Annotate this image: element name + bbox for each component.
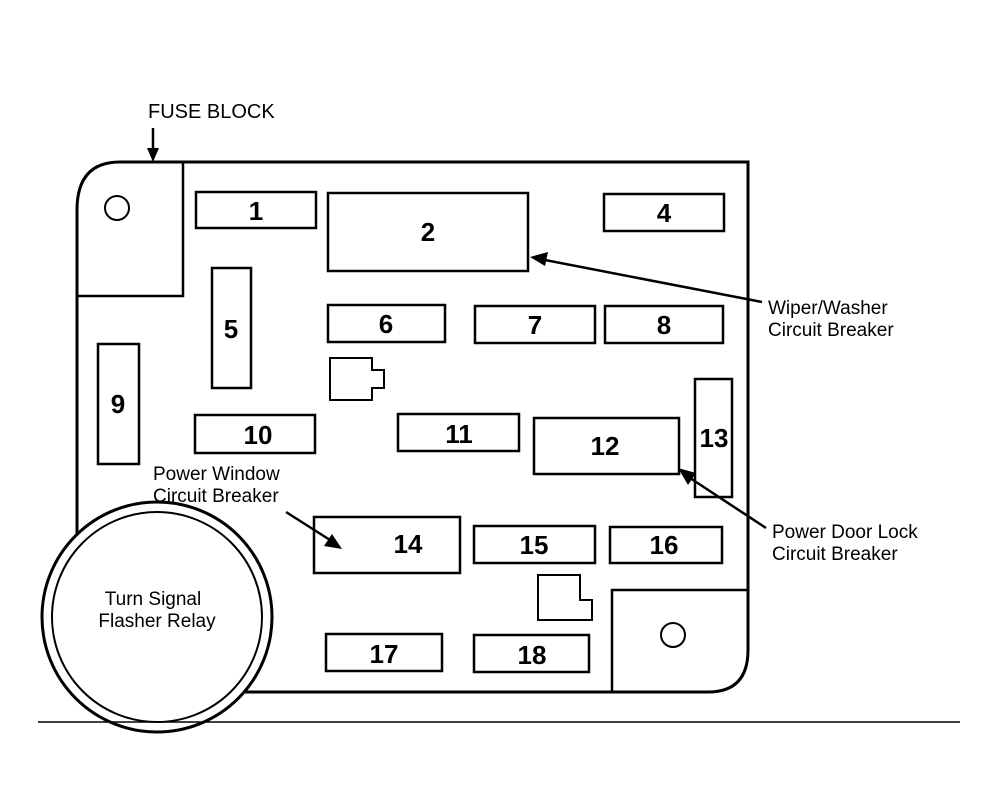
connector-shape-lower [537, 574, 593, 621]
fuse-1-number: 1 [249, 196, 263, 226]
fuse-14 [312, 515, 462, 575]
fuse-6-number: 6 [379, 309, 393, 339]
fuse-2-number: 2 [421, 217, 435, 247]
mounting-hole-bottom-right [660, 622, 686, 648]
fuse-12-number: 12 [591, 431, 620, 461]
wiper-washer-label-line1: Wiper/Washer [768, 298, 888, 319]
fuse-10 [193, 413, 317, 455]
power-door-lock-arrow-head [678, 468, 696, 485]
fuse-10-number: 10 [244, 420, 273, 450]
power-door-lock-leader-line [689, 476, 767, 530]
power-door-lock-label-line1: Power Door Lock [772, 522, 918, 543]
fuse-18-number: 18 [518, 640, 547, 670]
fuse-15-number: 15 [520, 530, 549, 560]
power-door-lock-label-line2: Circuit Breaker [772, 544, 898, 565]
fuse-12 [532, 416, 681, 476]
turn-signal-label-line2: Flasher Relay [98, 611, 216, 632]
fuse-6 [326, 303, 447, 344]
fuse-16 [608, 525, 724, 565]
fuse-8-number: 8 [657, 310, 671, 340]
fuse-18 [472, 633, 591, 674]
fuse-13 [693, 377, 734, 499]
fuse-7 [473, 304, 597, 345]
fuse-5 [210, 266, 253, 390]
fuse-9-number: 9 [111, 389, 125, 419]
fuse-16-number: 16 [650, 530, 679, 560]
fuse-7-number: 7 [528, 310, 542, 340]
power-window-arrow-head [324, 534, 342, 549]
fuse-4-number: 4 [657, 198, 672, 228]
fuse-4 [602, 192, 726, 233]
fuse-block-title: FUSE BLOCK [148, 101, 275, 123]
connector-shape-upper [329, 357, 385, 401]
turn-signal-flasher-relay-outer [40, 500, 274, 734]
mounting-hole-top-left [104, 195, 130, 221]
fuse-9 [96, 342, 141, 466]
fuse-5-number: 5 [224, 314, 238, 344]
fuse-8 [603, 304, 725, 345]
fuse-17-number: 17 [370, 639, 399, 669]
turn-signal-label-line1: Turn Signal [105, 589, 201, 610]
power-window-label-line2: Circuit Breaker [153, 486, 279, 507]
title-arrow-head [147, 148, 159, 162]
wiper-washer-label-line2: Circuit Breaker [768, 320, 894, 341]
fuse-2 [326, 191, 530, 273]
wiper-washer-arrow-head [530, 252, 548, 266]
power-window-leader-line [285, 510, 331, 542]
fuse-13-number: 13 [700, 423, 729, 453]
fuse-11-number: 11 [445, 419, 473, 449]
corner-bracket-bottom-right [610, 588, 748, 692]
power-window-label-line1: Power Window [153, 464, 280, 485]
wiper-washer-leader-line [544, 258, 763, 304]
corner-bracket-top-left [77, 162, 185, 298]
fuse-14-number: 14 [394, 529, 423, 559]
fuse-11 [396, 412, 521, 453]
fuse-1 [194, 190, 318, 230]
fuse-15 [472, 524, 597, 565]
fuse-17 [324, 632, 444, 673]
